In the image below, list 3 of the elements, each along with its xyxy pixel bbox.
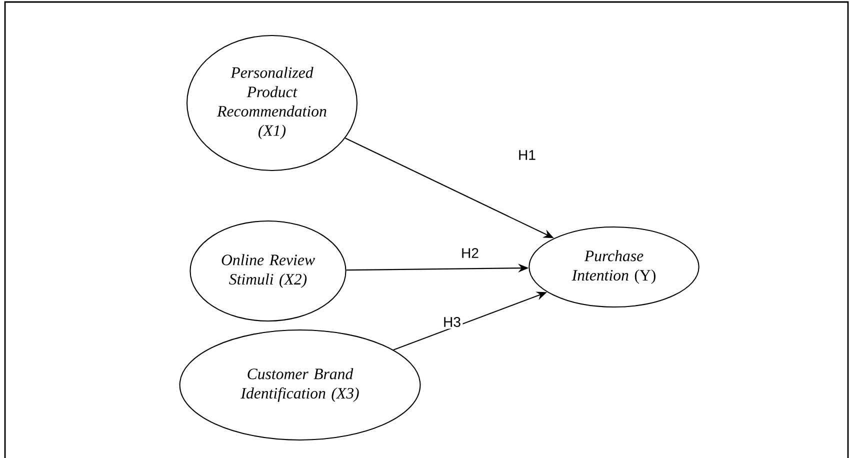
edge-label: H1 [516, 148, 538, 162]
edge-label: H3 [441, 315, 463, 329]
edge-label: H2 [459, 246, 481, 260]
